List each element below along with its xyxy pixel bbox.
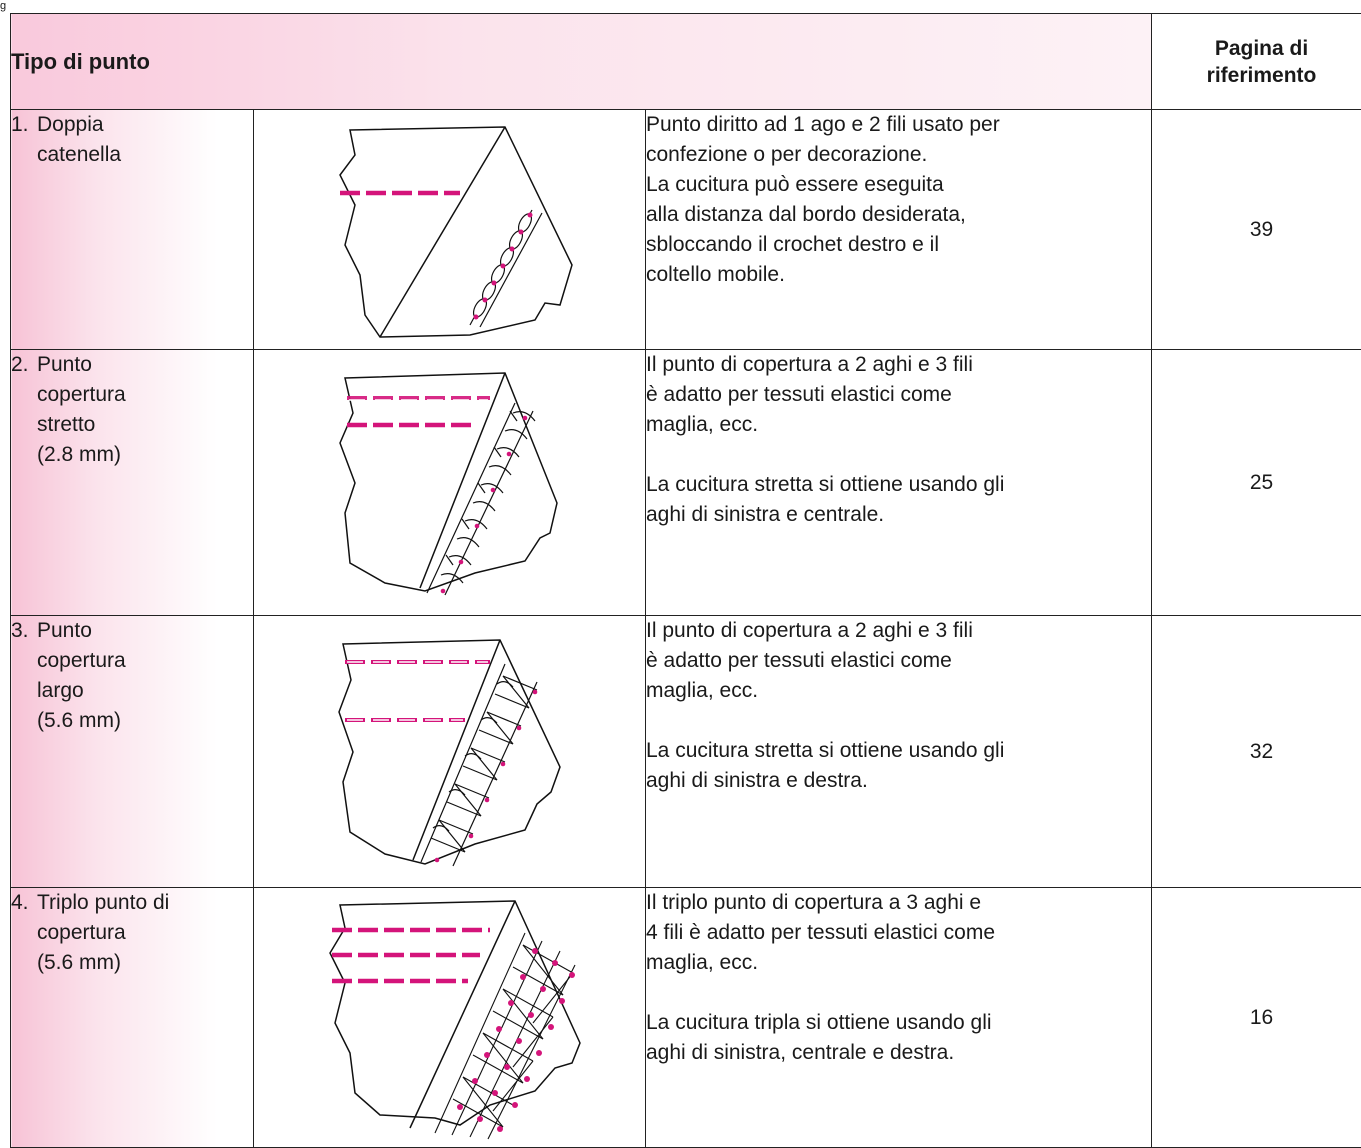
reference-page-number: 16 [1152, 888, 1361, 1148]
stitch-table: Tipo di punto Pagina di riferimento 1.Do… [10, 13, 1361, 1148]
stitch-name-cell: 3.Punto copertura largo (5.6 mm) [11, 616, 254, 888]
stitch-name: Punto copertura largo (5.6 mm) [37, 616, 253, 736]
table-header-row: Tipo di punto Pagina di riferimento [11, 14, 1361, 110]
narrow-cover-stitch-illustration [325, 363, 575, 603]
table-row: 2.Punto copertura stretto (2.8 mm) [11, 350, 1361, 616]
stitch-illustration-cell [254, 110, 646, 350]
table-row: 3.Punto copertura largo (5.6 mm) [11, 616, 1361, 888]
corner-mark: g [0, 0, 10, 12]
stitch-name: Triplo punto di copertura (5.6 mm) [37, 888, 253, 978]
stitch-description: Il punto di copertura a 2 aghi e 3 fili … [646, 350, 1152, 616]
stitch-name: Punto copertura stretto (2.8 mm) [37, 350, 253, 470]
stitch-illustration-cell [254, 888, 646, 1148]
triple-cover-stitch-illustration [310, 893, 590, 1143]
stitch-name-cell: 1.Doppia catenella [11, 110, 254, 350]
stitch-number: 2. [11, 350, 37, 470]
stitch-name: Doppia catenella [37, 110, 253, 170]
stitch-description: Il punto di copertura a 2 aghi e 3 fili … [646, 616, 1152, 888]
stitch-description: Punto diritto ad 1 ago e 2 fili usato pe… [646, 110, 1152, 350]
table-row: 4.Triplo punto di copertura (5.6 mm) [11, 888, 1361, 1148]
reference-page-number: 25 [1152, 350, 1361, 616]
header-stitch-type: Tipo di punto [11, 14, 1152, 110]
stitch-number: 4. [11, 888, 37, 978]
header-reference-page: Pagina di riferimento [1152, 14, 1361, 110]
stitch-name-cell: 2.Punto copertura stretto (2.8 mm) [11, 350, 254, 616]
table-row: 1.Doppia catenella [11, 110, 1361, 350]
stitch-number: 1. [11, 110, 37, 170]
wide-cover-stitch-illustration [325, 632, 575, 872]
stitch-description: Il triplo punto di copertura a 3 aghi e … [646, 888, 1152, 1148]
stitch-illustration-cell [254, 616, 646, 888]
chain-stitch-illustration [320, 115, 580, 345]
reference-page-number: 32 [1152, 616, 1361, 888]
stitch-illustration-cell [254, 350, 646, 616]
stitch-number: 3. [11, 616, 37, 736]
reference-page-number: 39 [1152, 110, 1361, 350]
stitch-name-cell: 4.Triplo punto di copertura (5.6 mm) [11, 888, 254, 1148]
